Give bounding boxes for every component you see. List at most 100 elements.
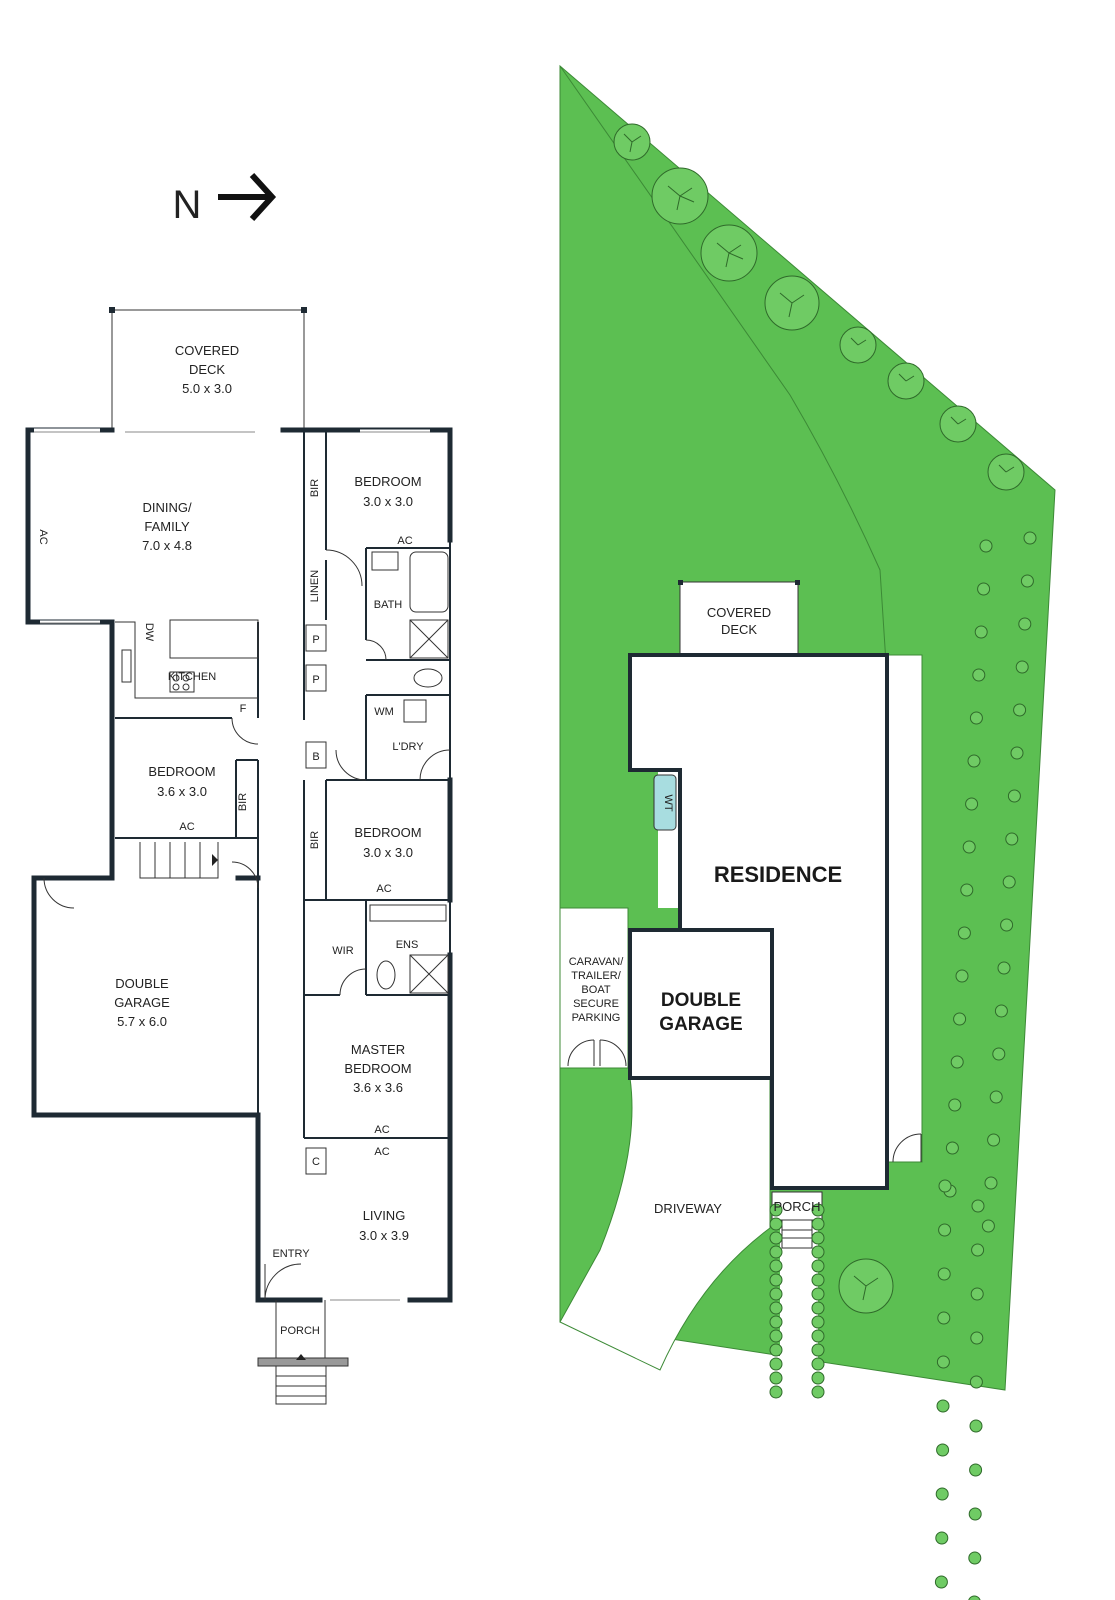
bedroom-ne: BEDROOM 3.0 x 3.0	[354, 474, 421, 509]
shrub-icon	[936, 1355, 950, 1369]
shrub-icon	[938, 1179, 952, 1193]
shrub-icon	[987, 1133, 1001, 1147]
c-cupboard-label: C	[312, 1156, 320, 1168]
covered-deck-label-2: DECK	[189, 362, 225, 377]
dishwasher-label: DW	[143, 623, 155, 642]
pantry-1-label: P	[312, 634, 319, 646]
shrub-icon	[769, 1343, 783, 1357]
pantry-2-label: P	[312, 674, 319, 686]
shrub-icon	[811, 1371, 825, 1385]
shrub-icon	[989, 1090, 1003, 1104]
shrub-icon	[962, 840, 976, 854]
shrub-icon	[1002, 875, 1016, 889]
shrub-icon	[769, 1357, 783, 1371]
shrub-icon	[934, 1575, 948, 1589]
living-label: LIVING	[363, 1208, 406, 1223]
shrub-icon	[969, 1463, 983, 1477]
north-label: N	[173, 183, 202, 227]
entry-label: ENTRY	[272, 1248, 310, 1260]
shrub-icon	[938, 1223, 952, 1237]
shrub-icon	[994, 1004, 1008, 1018]
internal-stairs	[139, 842, 219, 879]
ac-label-bath: AC	[397, 535, 412, 547]
shrub-icon	[811, 1203, 825, 1217]
shrub-icon	[811, 1273, 825, 1287]
interior-walls	[115, 430, 450, 1139]
tree-icon	[939, 405, 977, 443]
driveway-area	[559, 1077, 771, 1371]
north-arrow: N	[173, 172, 277, 227]
site-garage	[628, 928, 774, 1080]
large-trees	[613, 123, 1025, 1314]
ac-label-bedroom-w: AC	[179, 821, 194, 833]
site-plan: COVERED DECK RESIDENCE DOUBLE GARAGE WT …	[559, 64, 1056, 1600]
tree-icon	[700, 224, 758, 282]
shrub-icon	[811, 1357, 825, 1371]
ac-label-living: AC	[374, 1146, 389, 1158]
tree-icon	[987, 453, 1025, 491]
master-bedroom: MASTER BEDROOM 3.6 x 3.6	[344, 1042, 411, 1095]
bedroom-ne-label: BEDROOM	[354, 474, 421, 489]
covered-deck-label: COVERED	[175, 343, 239, 358]
kitchen-fixtures	[115, 619, 259, 699]
kitchen-island	[169, 619, 259, 659]
bedroom-mid-label: BEDROOM	[354, 825, 421, 840]
shrub-icon	[969, 711, 983, 725]
shrub-icon	[1023, 531, 1037, 545]
shrub-icon	[1010, 746, 1024, 760]
covered-deck-area	[109, 307, 307, 430]
floor-plan: COVERED DECK 5.0 x 3.0 DINING/ FAMILY 7.…	[25, 307, 453, 1405]
bedroom-w-size: 3.6 x 3.0	[157, 784, 207, 799]
shrub-icon	[769, 1259, 783, 1273]
shrub-icon	[769, 1273, 783, 1287]
bedroom-w-label: BEDROOM	[148, 764, 215, 779]
tree-icon	[651, 167, 709, 225]
tree-icon	[613, 123, 651, 161]
tree-icon	[839, 326, 877, 364]
front-porch	[257, 1300, 349, 1405]
shrub-icon	[948, 1098, 962, 1112]
shrub-icon	[811, 1259, 825, 1273]
bir-3-label: BIR	[309, 831, 321, 849]
residence-label: RESIDENCE	[714, 862, 842, 887]
shrub-icon	[811, 1343, 825, 1357]
site-covered-deck-label-2: DECK	[721, 622, 757, 637]
bathroom-fixtures	[369, 551, 449, 994]
covered-deck-room: COVERED DECK 5.0 x 3.0	[175, 343, 239, 396]
shrub-icon	[937, 1311, 951, 1325]
arrow-right-icon	[218, 172, 277, 222]
shrub-icon	[769, 1315, 783, 1329]
shrub-icon	[945, 1141, 959, 1155]
dining-family-room: DINING/ FAMILY 7.0 x 4.8	[142, 500, 192, 553]
bath-label: BATH	[374, 599, 403, 611]
shrub-icon	[769, 1203, 783, 1217]
shrub-icon	[968, 1595, 981, 1600]
bathtub-icon	[409, 551, 449, 613]
shrub-icon	[953, 1012, 967, 1026]
dining-family-size: 7.0 x 4.8	[142, 538, 192, 553]
laundry-label: L'DRY	[392, 741, 424, 753]
shrub-icon	[769, 1329, 783, 1343]
tree-icon	[887, 362, 925, 400]
shrub-icon	[979, 539, 993, 553]
garage-size: 5.7 x 6.0	[117, 1014, 167, 1029]
svg-text:SECURE: SECURE	[573, 998, 619, 1010]
ac-label-dining: AC	[37, 529, 49, 544]
shrub-icon	[1005, 832, 1019, 846]
shrub-icon	[769, 1371, 783, 1385]
wm-label: WM	[374, 706, 394, 718]
shrub-icon	[971, 1243, 985, 1257]
master-label-2: BEDROOM	[344, 1061, 411, 1076]
shrub-icon	[971, 1199, 985, 1213]
shrub-icon	[769, 1217, 783, 1231]
shrub-icon	[972, 668, 986, 682]
shrub-icon	[935, 1487, 949, 1501]
ac-label-bedroom-mid: AC	[376, 883, 391, 895]
shrub-icon	[997, 961, 1011, 975]
shrub-icon	[957, 926, 971, 940]
dining-label: DINING/	[142, 500, 192, 515]
shrub-icon	[960, 883, 974, 897]
master-label: MASTER	[351, 1042, 405, 1057]
bir-2-label: BIR	[237, 793, 249, 811]
shrub-icon	[968, 1551, 982, 1565]
